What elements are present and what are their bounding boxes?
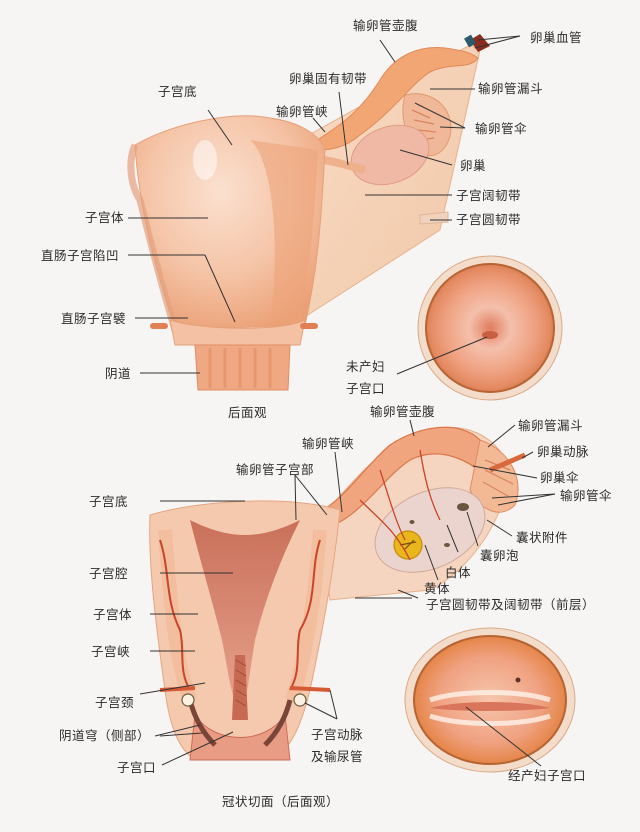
label-coronal-vesicular-appendage: 囊状附件 [516,530,569,545]
label-coronal-corpus-albicans: 白体 [445,565,472,580]
label-top-fimbriae: 输卵管伞 [475,121,528,136]
label-coronal-isthmus-uteri: 子宫峡 [91,644,131,659]
leader-lines [128,35,556,767]
label-coronal-uterine-artery-line2: 及输尿管 [311,749,364,764]
label-top-fundus: 子宫底 [158,84,198,99]
label-top-ovarian-vessels: 卵巢血管 [530,30,583,45]
label-coronal-cervix: 子宫颈 [95,695,135,710]
label-top-body: 子宫体 [85,210,125,225]
label-top-ovary: 卵巢 [460,158,487,173]
label-coronal-ovarian-fimbria: 卵巢伞 [540,470,580,485]
coronal-section-drawing [149,426,526,761]
label-coronal-corpus-luteum: 黄体 [424,581,451,596]
label-coronal-vaginal-fornix: 阴道穹（侧部） [59,728,151,743]
label-coronal-os: 子宫口 [117,760,157,775]
nulliparous-os-drawing [417,255,563,401]
label-coronal-vesicular-follicle: 囊卵泡 [480,548,520,563]
label-coronal-isthmus: 输卵管峡 [302,436,355,451]
label-coronal-uterine-artery-line1: 子宫动脉 [311,727,364,742]
label-coronal-ovarian-artery: 卵巢动脉 [537,444,590,459]
label-nulliparous-line1: 未产妇 [346,359,386,374]
label-top-isthmus: 输卵管峡 [276,104,329,119]
label-top-round-ligament: 子宫圆韧带 [456,212,522,227]
label-coronal-fimbriae: 输卵管伞 [560,488,613,503]
label-coronal-infundibulum: 输卵管漏斗 [518,418,584,433]
label-top-rectouterine-pouch: 直肠子宫陷凹 [41,248,120,263]
label-coronal-ampulla: 输卵管壶腹 [370,404,436,419]
label-top-ampulla: 输卵管壶腹 [353,18,419,33]
label-coronal-ligaments-anterior: 子宫圆韧带及阔韧带（前层） [426,597,596,612]
label-top-ovarian-ligament: 卵巢固有韧带 [289,71,368,86]
label-top-rectouterine-fold: 直肠子宫襞 [61,311,127,326]
caption-coronal-section: 冠状切面（后面观） [222,794,340,809]
label-nulliparous-line2: 子宫口 [346,381,386,396]
label-coronal-body: 子宫体 [93,607,133,622]
caption-posterior-view: 后面观 [228,405,268,420]
label-top-broad-ligament: 子宫阔韧带 [456,188,522,203]
label-top-vagina: 阴道 [105,366,132,381]
posterior-view-drawing [127,34,490,391]
label-coronal-cavity: 子宫腔 [89,566,129,581]
parous-os-drawing [404,627,576,773]
label-coronal-fundus: 子宫底 [89,494,129,509]
label-coronal-uterine-part: 输卵管子宫部 [236,462,315,477]
label-top-infundibulum: 输卵管漏斗 [478,81,544,96]
label-parous-os: 经产妇子宫口 [508,768,587,783]
